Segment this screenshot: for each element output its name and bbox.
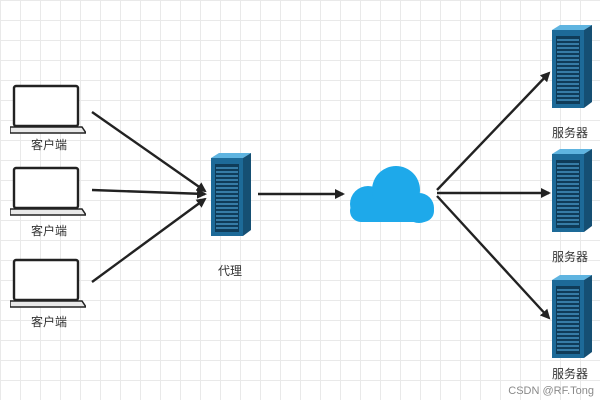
arrow-client-2-to-proxy xyxy=(91,188,207,199)
server-2-icon xyxy=(551,148,593,233)
client-3-label: 客户端 xyxy=(30,315,67,329)
server-1-label: 服务器 xyxy=(551,126,588,140)
client-2-laptop-icon xyxy=(10,166,86,216)
watermark: CSDN @RF.Tong xyxy=(508,385,594,397)
server-3-label: 服务器 xyxy=(551,367,588,381)
client-1-laptop-icon xyxy=(10,84,86,134)
proxy-server-icon xyxy=(210,152,252,237)
cloud-icon xyxy=(350,166,434,223)
proxy-label: 代理 xyxy=(217,264,242,278)
client-3-laptop-icon xyxy=(10,258,86,308)
server-2-label: 服务器 xyxy=(551,250,588,264)
server-3-icon xyxy=(551,274,593,359)
arrow-client-3-to-proxy xyxy=(91,197,207,283)
client-1-label: 客户端 xyxy=(30,138,67,152)
arrow-client-1-to-proxy xyxy=(91,111,207,193)
client-2-label: 客户端 xyxy=(30,224,67,238)
server-1-icon xyxy=(551,24,593,109)
arrow-cloud-to-server-3 xyxy=(436,195,551,320)
arrow-cloud-to-server-1 xyxy=(436,71,551,191)
